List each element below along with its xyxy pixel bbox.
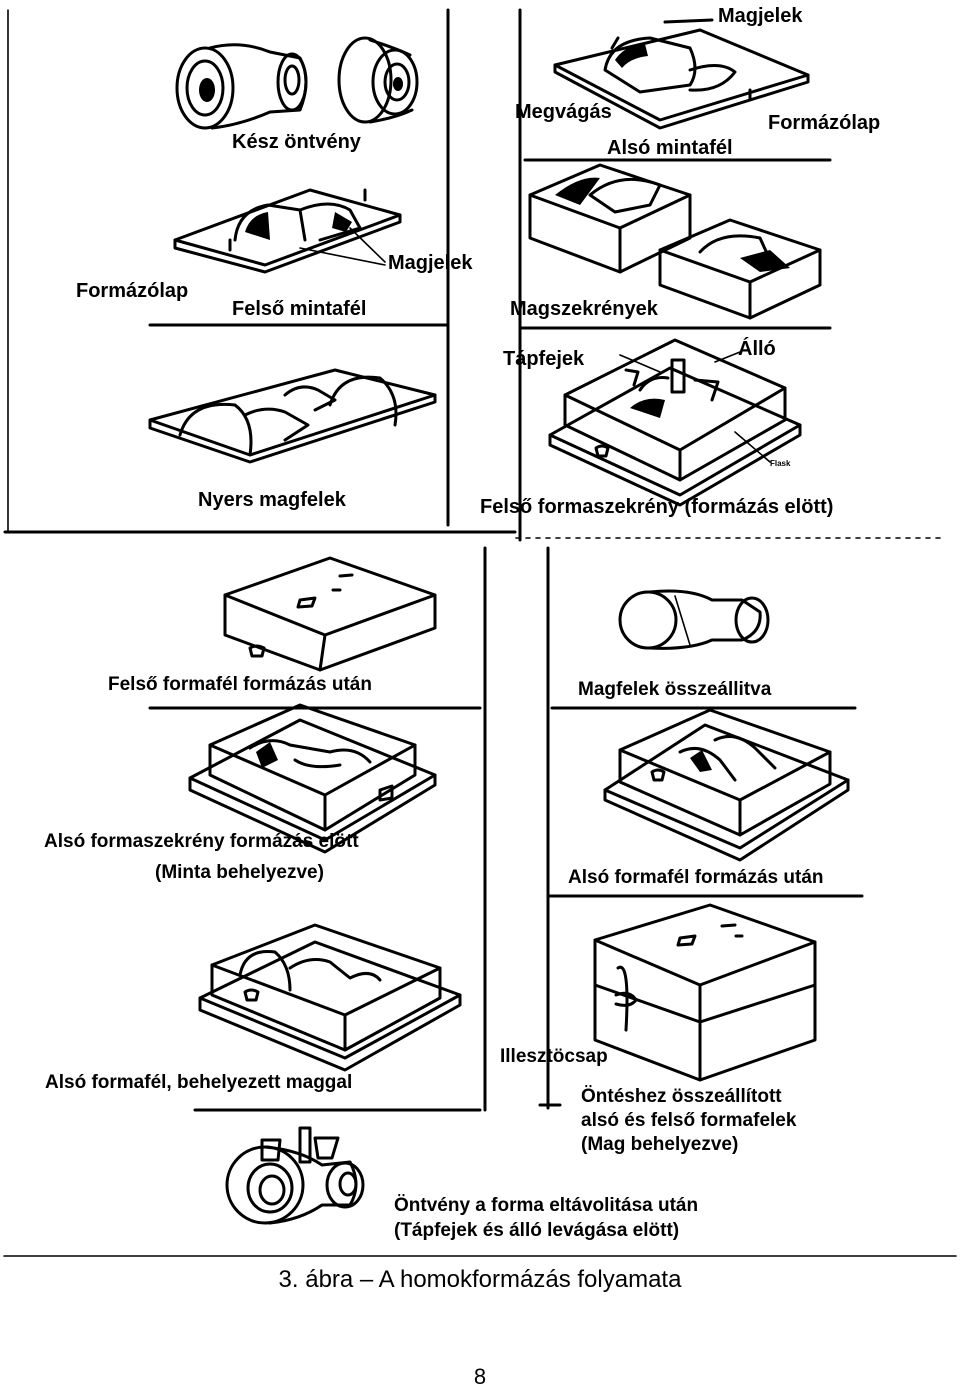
- label-also-formafel-utan: Alsó formafél formázás után: [568, 867, 824, 888]
- flask-icon: [223, 556, 437, 672]
- label-illesztocsap: Illesztöcsap: [500, 1046, 608, 1067]
- label-ontveny-1: Öntvény a forma eltávolitása után: [394, 1195, 699, 1216]
- casting-icon: [175, 36, 419, 130]
- label-magjelek-top: Magjelek: [718, 5, 803, 27]
- flask-icon: [198, 923, 462, 1072]
- label-flask: Flask: [770, 459, 791, 468]
- label-felso-formaszekreny: Felső formaszekrény (formázás elött): [480, 496, 834, 518]
- label-formazolap-left: Formázólap: [76, 280, 189, 302]
- label-magjelek-left: Magjelek: [388, 252, 473, 274]
- label-onteshez-2: alsó és felső formafelek: [581, 1110, 797, 1131]
- label-magszekrenyek: Magszekrények: [510, 298, 658, 320]
- label-ontveny-2: (Tápfejek és álló levágása elött): [394, 1220, 680, 1241]
- panel-dividers: [3, 8, 957, 1257]
- pattern-plate-icon: [173, 188, 402, 274]
- mold-assembled-icon: [593, 903, 817, 1082]
- flask-icon: [188, 703, 437, 854]
- label-also-mintafel: Alsó mintafél: [607, 137, 733, 159]
- label-also-formafel-maggal: Alsó formafél, behelyezett maggal: [45, 1072, 353, 1093]
- label-kesz-ontveny: Kész öntvény: [232, 131, 361, 153]
- pattern-plate-icon: [553, 18, 810, 130]
- core-box-icon: [528, 163, 822, 320]
- label-felso-mintafel: Felső mintafél: [232, 298, 367, 320]
- label-allo: Álló: [738, 338, 776, 360]
- label-felso-formafel-utan: Felső formafél formázás után: [108, 674, 372, 695]
- label-also-formaszekreny-2: (Minta behelyezve): [155, 862, 324, 883]
- label-nyers-magfelek: Nyers magfelek: [198, 489, 346, 511]
- label-onteshez-3: (Mag behelyezve): [581, 1134, 739, 1155]
- casting-icon: [225, 1126, 365, 1225]
- label-formazolap-top: Formázólap: [768, 112, 881, 134]
- label-onteshez-1: Öntéshez összeállított: [581, 1086, 782, 1107]
- core-half-icon: [148, 368, 437, 464]
- label-tapfejek: Tápfejek: [503, 348, 585, 370]
- core-assembled-icon: [618, 589, 770, 650]
- label-megvagas: Megvágás: [515, 101, 612, 123]
- label-also-formaszekreny-1: Alsó formaszekrény formázás elött: [44, 831, 359, 852]
- figure-caption: 3. ábra – A homokformázás folyamata: [278, 1266, 682, 1293]
- page-number: 8: [473, 1364, 487, 1389]
- label-magfelek-osszeallitva: Magfelek összeállitva: [578, 679, 772, 700]
- flask-icon: [603, 708, 850, 862]
- flask-icon: [548, 338, 802, 507]
